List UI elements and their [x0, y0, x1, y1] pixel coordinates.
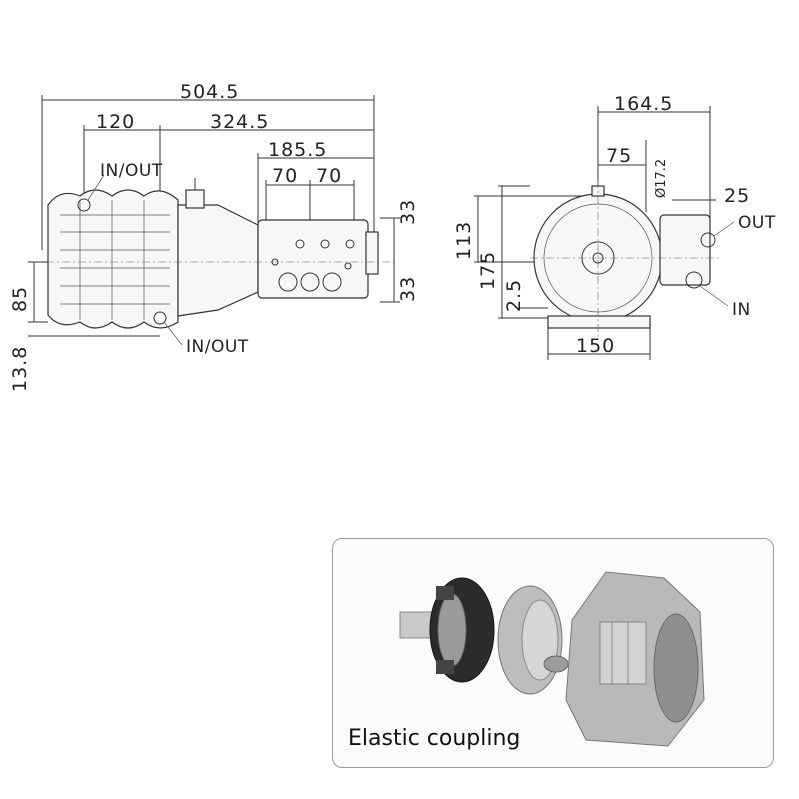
dim-120: 120: [96, 111, 135, 133]
dim-13-8: 13.8: [9, 346, 31, 392]
label-in-out-bottom: IN/OUT: [186, 337, 249, 357]
dim-150: 150: [576, 335, 615, 357]
dim-total: 504.5: [180, 81, 239, 103]
dim-175: 175: [477, 251, 499, 290]
dim-185-5: 185.5: [268, 139, 327, 161]
photo-caption: Elastic coupling: [348, 726, 521, 751]
label-out: OUT: [738, 213, 776, 233]
dim-324-5: 324.5: [210, 111, 269, 133]
dim-25: 25: [724, 185, 750, 207]
dim-70-left: 70: [272, 165, 298, 187]
dim-33-top: 33: [397, 199, 419, 225]
dim-33-bottom: 33: [397, 276, 419, 302]
label-in-out-top: IN/OUT: [100, 161, 163, 181]
elastic-coupling-illustration: [399, 571, 705, 747]
dim-75: 75: [606, 145, 632, 167]
label-in: IN: [732, 300, 751, 320]
dim-113: 113: [453, 221, 475, 260]
dim-85: 85: [9, 286, 31, 312]
dim-70-right: 70: [316, 165, 342, 187]
front-view: 164.5 75 Ø17.2 25 113 175 2.5 150: [453, 93, 776, 360]
dim-2-5: 2.5: [503, 279, 525, 312]
dim-diameter: Ø17.2: [654, 159, 669, 198]
side-view: 504.5 120 324.5 185.5 70 70 33: [9, 81, 419, 392]
dim-164-5: 164.5: [614, 93, 673, 115]
